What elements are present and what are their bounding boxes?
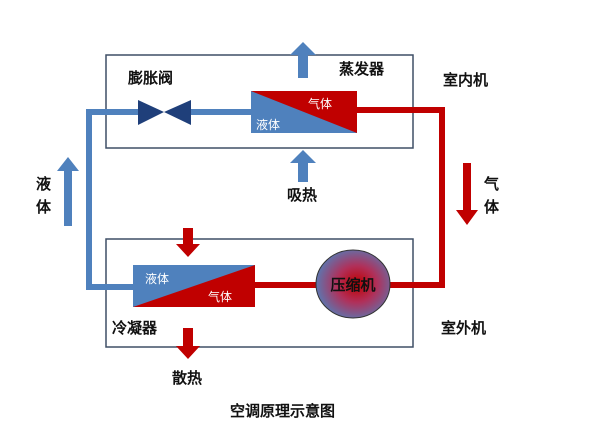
dissipate-heat-arrow-icon [176, 328, 200, 359]
evaporator-heat-up-arrow-icon [290, 42, 316, 78]
compressor-label: 压缩机 [330, 276, 375, 294]
absorb-heat-arrow-icon [290, 150, 316, 182]
expansion-valve-label: 膨胀阀 [128, 69, 173, 87]
dissipate-heat-label: 散热 [172, 369, 202, 387]
indoor-unit-label: 室内机 [443, 71, 488, 89]
condenser-liquid-label: 液体 [145, 271, 169, 286]
compressor: 压缩机 [315, 249, 391, 319]
liquid-vertical-label-2: 体 [36, 198, 52, 216]
liquid-flow-up-arrow-icon [57, 157, 79, 226]
diagram-caption: 空调原理示意图 [230, 402, 335, 420]
absorb-heat-label: 吸热 [287, 186, 317, 204]
gas-pipe [255, 107, 445, 288]
indoor-unit-frame [105, 54, 414, 149]
expansion-valve-icon-right [164, 100, 191, 125]
condenser-heat-in-arrow-icon [176, 228, 200, 257]
gas-flow-down-arrow-icon [456, 163, 478, 225]
expansion-valve-icon [138, 100, 164, 125]
gas-vertical-label-2: 体 [484, 198, 500, 216]
condenser-gas-label: 气体 [208, 289, 232, 304]
evaporator-gas-label: 气体 [308, 96, 332, 111]
evaporator-liquid-label: 液体 [256, 117, 280, 132]
outdoor-unit-label: 室外机 [441, 319, 486, 337]
liquid-pipe [86, 109, 251, 290]
liquid-vertical-label-1: 液 [36, 175, 52, 193]
outdoor-unit-frame [105, 238, 414, 348]
gas-vertical-label-1: 气 [483, 175, 499, 193]
evaporator-label: 蒸发器 [339, 60, 385, 78]
evaporator-box: 液体 气体 [251, 91, 357, 133]
condenser-label: 冷凝器 [112, 319, 158, 337]
condenser-box: 液体 气体 [133, 265, 255, 307]
